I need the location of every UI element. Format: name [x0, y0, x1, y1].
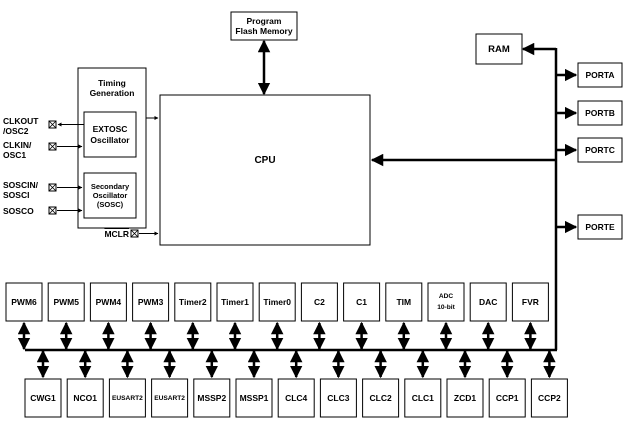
top-peripheral-label-c1-8: C1: [356, 296, 368, 307]
pin-clkin-label: CLKIN/ OSC1: [3, 140, 32, 160]
top-peripheral-box-timer1-5: [216, 282, 254, 322]
bottom-peripheral-box-ccp2-12: [530, 378, 568, 418]
top-peripheral-box-fvr-12: [511, 282, 549, 322]
bottom-peripheral-box-cwg1-0: [24, 378, 62, 418]
bottom-peripheral-label-cwg1-0: CWG1: [30, 392, 56, 403]
top-peripheral-box-timer2-4: [174, 282, 212, 322]
top-peripheral-label-fvr-12: FVR: [521, 296, 539, 307]
bottom-peripheral-label-mssp2-4: MSSP2: [197, 392, 227, 403]
top-peripheral-box-pwm4-2: [89, 282, 127, 322]
bottom-peripheral-box-clc1-9: [404, 378, 442, 418]
top-peripheral-label-pwm4-2: PWM4: [95, 296, 122, 307]
cpu-box: [159, 94, 371, 246]
top-peripheral-box-pwm3-3: [132, 282, 170, 322]
bottom-peripheral-label-eusart2-3: EUSART2: [154, 394, 185, 402]
pin-sosco: [48, 206, 83, 215]
bottom-peripheral-label-ccp2-12: CCP2: [538, 392, 561, 403]
top-peripheral-label-pwm5-1: PWM5: [53, 296, 79, 307]
ram-label: RAM: [488, 43, 510, 55]
cpu-label: CPU: [254, 154, 276, 166]
portb-box: [577, 100, 623, 126]
top-peripheral-box-dac-11: [469, 282, 507, 322]
bottom-peripheral-box-clc2-8: [362, 378, 400, 418]
bottom-peripheral-label-eusart2-2: EUSART2: [112, 394, 143, 402]
top-peripheral-label-pwm6-0: PWM6: [11, 296, 37, 307]
bottom-peripheral-label-clc4-6: CLC4: [285, 392, 308, 403]
top-peripheral-label-dac-11: DAC: [478, 296, 498, 307]
sosc-box: [83, 172, 137, 219]
top-peripheral-box-c2-7: [300, 282, 338, 322]
pin-sosco-label: SOSCO: [3, 205, 34, 216]
bottom-peripheral-label-nco1-1: NCO1: [73, 392, 97, 403]
bottom-peripheral-label-clc2-8: CLC2: [369, 392, 392, 403]
porta-label: PORTA: [585, 69, 615, 80]
bottom-peripheral-box-ccp1-11: [488, 378, 526, 418]
extosc-box: [83, 111, 137, 158]
bottom-peripheral-label-clc1-9: CLC1: [411, 392, 434, 403]
bottom-peripheral-box-nco1-1: [66, 378, 104, 418]
top-peripheral-box-c1-8: [343, 282, 381, 322]
top-peripheral-label-adc-10-bit-10: ADC 10-bit: [437, 293, 455, 311]
bottom-peripheral-label-mssp1-5: MSSP1: [239, 392, 269, 403]
top-peripheral-label-timer2-4: Timer2: [178, 296, 207, 307]
pin-soscin: [48, 183, 83, 192]
top-peripheral-label-pwm3-3: PWM3: [137, 296, 164, 307]
extosc-label: EXTOSC Oscillator: [90, 123, 130, 145]
top-peripheral-box-adc-10-bit-10: [427, 282, 465, 322]
pin-mclr-label: MCLR: [104, 228, 129, 239]
bottom-peripheral-box-mssp1-5: [235, 378, 273, 418]
top-peripheral-box-timer0-6: [258, 282, 296, 322]
program-flash-box: [230, 11, 298, 41]
pin-mclr: [130, 229, 159, 238]
bottom-peripheral-label-ccp1-11: CCP1: [495, 392, 519, 403]
portb-label: PORTB: [585, 107, 615, 118]
bottom-peripheral-box-mssp2-4: [193, 378, 231, 418]
pin-clkout-label: CLKOUT /OSC2: [3, 116, 39, 136]
porte-box: [577, 214, 623, 240]
top-peripheral-box-pwm6-0: [5, 282, 43, 322]
top-peripheral-label-tim-9: TIM: [396, 296, 412, 307]
bottom-peripheral-box-zcd1-10: [446, 378, 484, 418]
top-peripheral-label-timer0-6: Timer0: [263, 296, 292, 307]
top-peripheral-label-c2-7: C2: [313, 296, 325, 307]
pin-clkin: [48, 142, 83, 151]
sosc-label: Secondary Oscillator (SOSC): [90, 182, 130, 209]
bottom-peripheral-box-eusart2-3: [151, 378, 189, 418]
timing-generation-label: Timing Generation: [89, 78, 135, 98]
bottom-peripheral-label-clc3-7: CLC3: [327, 392, 350, 403]
porta-box: [577, 62, 623, 88]
bottom-peripheral-box-clc3-7: [319, 378, 357, 418]
pin-soscin-label: SOSCIN/ SOSCI: [3, 180, 38, 200]
program-flash-label: Program Flash Memory: [235, 16, 293, 36]
top-peripheral-box-tim-9: [385, 282, 423, 322]
top-peripheral-box-pwm5-1: [47, 282, 85, 322]
pin-clkout: [48, 120, 84, 129]
bottom-peripheral-box-eusart2-2: [108, 378, 146, 418]
portc-label: PORTC: [585, 144, 615, 155]
portc-box: [577, 137, 623, 163]
top-peripheral-label-timer1-5: Timer1: [221, 296, 249, 307]
porte-label: PORTE: [585, 221, 615, 232]
bottom-peripheral-box-clc4-6: [277, 378, 315, 418]
bottom-peripheral-label-zcd1-10: ZCD1: [453, 392, 477, 403]
